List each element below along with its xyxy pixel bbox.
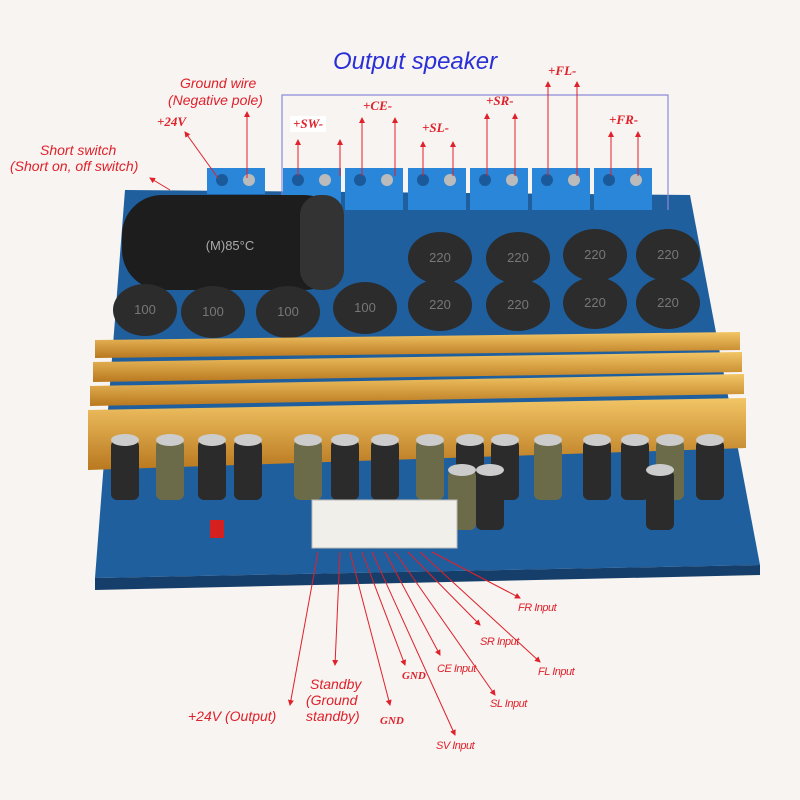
svg-text:100: 100	[277, 304, 299, 319]
inductor	[486, 232, 550, 284]
annotation-arrow	[371, 551, 456, 736]
svg-text:(M)85°C: (M)85°C	[206, 238, 255, 253]
svg-text:220: 220	[657, 247, 679, 262]
channel-sr: +SR-	[486, 93, 514, 108]
annotation-arrow	[332, 551, 341, 666]
channel-fl: +FL-	[548, 63, 577, 78]
svg-text:220: 220	[429, 297, 451, 312]
terminal-block	[470, 168, 528, 210]
capacitor	[416, 440, 444, 500]
svg-text:100: 100	[134, 302, 156, 317]
terminal-block	[594, 168, 652, 210]
speaker-box	[281, 94, 669, 210]
terminal-block	[207, 168, 265, 194]
annotation-arrow	[407, 551, 481, 626]
sl-input-label: SL Input	[490, 698, 527, 710]
short-switch-desc: (Short on, off switch)	[10, 158, 139, 174]
capacitor	[476, 470, 504, 530]
ce-input-label: CE Input	[437, 663, 476, 675]
terminal-block	[408, 168, 466, 210]
annotation-arrow	[149, 177, 171, 191]
input-connector	[311, 499, 458, 549]
capacitor	[621, 440, 649, 500]
capacitor	[111, 440, 139, 500]
inductor	[408, 279, 472, 331]
svg-text:100: 100	[354, 300, 376, 315]
inductor	[408, 232, 472, 284]
gnd-label-2: GND	[402, 670, 426, 682]
annotation-arrow	[361, 551, 407, 666]
ground-wire-label: Ground wire	[180, 75, 257, 91]
inductor	[113, 284, 177, 336]
annotation-arrow	[394, 551, 496, 696]
terminal-block	[532, 168, 590, 210]
inductor	[181, 286, 245, 338]
out24-label: +24V (Output)	[188, 708, 277, 724]
inductor	[563, 229, 627, 281]
standby-label: Standby	[310, 676, 362, 692]
channel-fr: +FR-	[609, 112, 639, 127]
terminal-block	[345, 168, 403, 210]
channel-sw: +SW-	[290, 116, 327, 132]
annotation-arrow	[287, 551, 319, 706]
inductor	[256, 286, 320, 338]
fl-input-label: FL Input	[538, 666, 575, 678]
led	[210, 520, 224, 538]
channel-sl: +SL-	[422, 120, 449, 135]
svg-text:220: 220	[507, 250, 529, 265]
inductor	[636, 229, 700, 281]
capacitor	[534, 440, 562, 500]
sv-input-label: SV Input	[436, 740, 475, 752]
capacitor	[294, 440, 322, 500]
svg-text:220: 220	[507, 297, 529, 312]
plus24v-label: +24V	[157, 114, 187, 129]
standby-label-3: standby)	[306, 708, 360, 724]
svg-text:100: 100	[202, 304, 224, 319]
sr-input-label: SR Input	[480, 636, 519, 648]
inductor	[563, 277, 627, 329]
fr-input-label: FR Input	[518, 602, 557, 614]
capacitor	[583, 440, 611, 500]
svg-text:220: 220	[429, 250, 451, 265]
capacitor	[234, 440, 262, 500]
gnd-label-1: GND	[380, 715, 404, 727]
annotation-arrow	[184, 131, 219, 179]
capacitor	[696, 440, 724, 500]
svg-text:220: 220	[657, 295, 679, 310]
svg-text:220: 220	[584, 295, 606, 310]
short-switch-label: Short switch	[40, 142, 117, 158]
capacitor	[371, 440, 399, 500]
standby-label-2: (Ground	[306, 692, 358, 708]
inductor	[333, 282, 397, 334]
annotation-arrow	[384, 551, 441, 656]
capacitor	[156, 440, 184, 500]
negative-pole-label: (Negative pole)	[168, 92, 263, 108]
capacitor	[331, 440, 359, 500]
annotation-arrow	[431, 551, 521, 599]
inductor	[486, 279, 550, 331]
capacitor	[646, 470, 674, 530]
svg-text:220: 220	[584, 247, 606, 262]
channel-ce: +CE-	[363, 98, 393, 113]
capacitor	[198, 440, 226, 500]
inductor	[636, 277, 700, 329]
big-capacitor	[122, 195, 344, 290]
output-speaker-title: Output speaker	[333, 48, 498, 75]
annotation-arrow	[349, 551, 392, 706]
annotation-arrow	[419, 551, 541, 663]
